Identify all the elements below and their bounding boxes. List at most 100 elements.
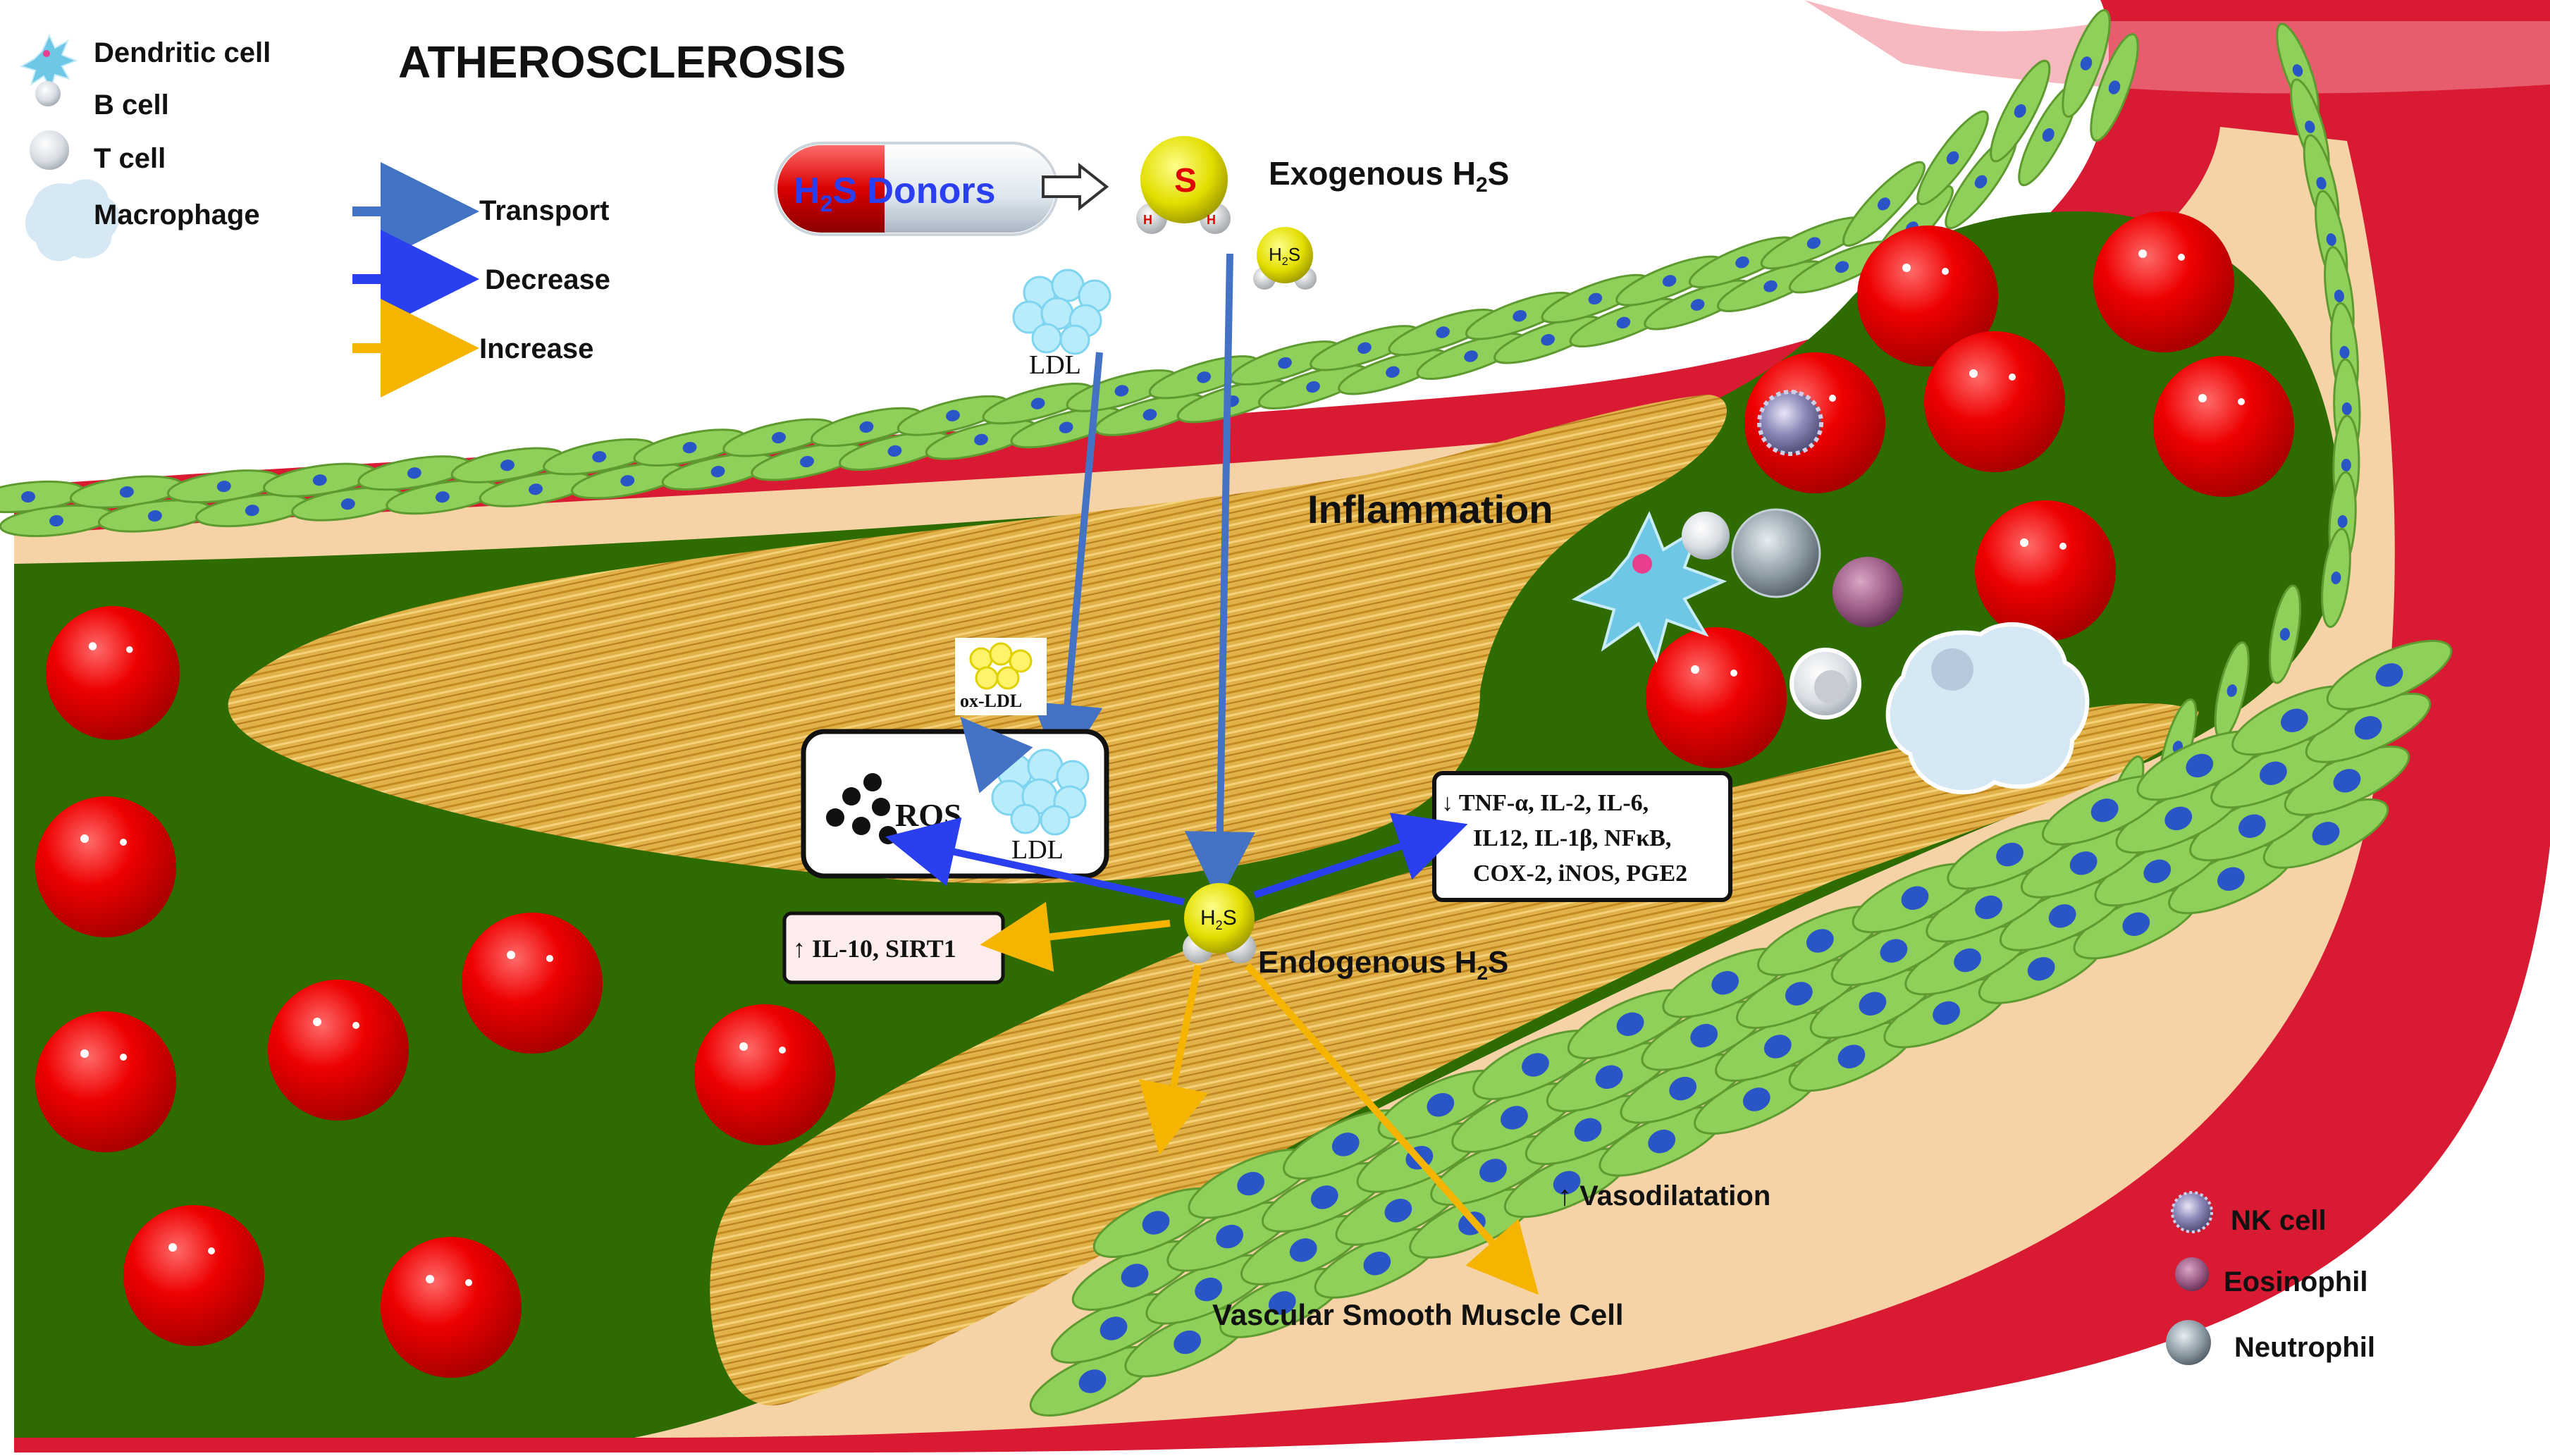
dendritic-cell-icon (19, 33, 78, 91)
smooth-muscle-cell (2268, 584, 2301, 684)
smooth-muscle-cell (2090, 33, 2139, 142)
inflammation-label: Inflammation (1307, 487, 1553, 531)
red-blood-cell (2093, 211, 2234, 352)
smooth-muscle-cell (1166, 1201, 1293, 1272)
smooth-muscle-cell (897, 395, 1009, 436)
plaque-lower (710, 703, 2199, 1406)
red-blood-cells (35, 211, 2294, 1378)
legend-cells-right: NK cell Eosinophil Neutrophil (2166, 1191, 2375, 1365)
eosinophil-icon (2175, 1257, 2209, 1291)
arrow-h2s-transport (1184, 253, 1255, 902)
endogenous-molecule-label: H2S (1200, 906, 1237, 932)
legend-cells: Dendritic cell B cell T cell Macrophage (19, 33, 271, 264)
smooth-muscle-cell (2326, 639, 2453, 710)
legend-label-b-cell: B cell (94, 90, 169, 121)
red-blood-cell (462, 913, 603, 1054)
red-blood-cell (1646, 627, 1787, 768)
legend-arrows: Transport Decrease Increase (352, 162, 610, 397)
neutrophil (1731, 508, 1821, 598)
increase-label: ↑ IL-10, SIRT1 (793, 934, 956, 963)
endogenous-h2s-label: Endogenous H2S (1258, 945, 1508, 984)
sulfur-label: S (1174, 162, 1197, 199)
red-blood-cell (35, 1011, 176, 1152)
dendritic-cell (1571, 511, 1727, 663)
smooth-muscle-cell (479, 471, 593, 507)
legend-arrow-decrease: Decrease (352, 230, 610, 328)
h2s-molecule-small: H2S (1253, 227, 1317, 290)
red-blood-cell (1975, 500, 2116, 641)
legend-item-nk: NK cell (2171, 1191, 2327, 1236)
legend-label-neutrophil: Neutrophil (2234, 1332, 2375, 1363)
vsmc-label: Vascular Smooth Muscle Cell (1212, 1298, 1624, 1331)
decrease-cytokines-box: ↓ TNF-α, IL-2, IL-6, IL12, IL-1β, NFκB, … (1432, 771, 1732, 902)
arrow-ldl-to-oxldl (960, 717, 1033, 794)
small-h2s-label: H2S (1269, 244, 1300, 268)
b-cell-icon (35, 81, 61, 106)
red-blood-cell (694, 1004, 835, 1145)
smooth-muscle-cell (2115, 783, 2242, 854)
red-blood-cell (46, 606, 180, 740)
legend-item-dendritic: Dendritic cell (19, 33, 271, 91)
legend-item-b-cell: B cell (35, 81, 169, 121)
legend-label-t-cell: T cell (94, 143, 166, 174)
red-blood-cell (381, 1237, 522, 1378)
arrow-increase-plaque (1139, 964, 1209, 1155)
arrow-decrease-cytokines (1253, 813, 1468, 899)
immune-cells (1571, 390, 2090, 794)
smooth-muscle-cell (1145, 1254, 1271, 1325)
arrow-increase-il10 (980, 901, 1171, 973)
transport-arrows (1032, 253, 1255, 902)
legend-label-macrophage: Macrophage (94, 199, 260, 230)
arrow-decrease-ros (885, 817, 1185, 906)
arrow-ldl-transport (1032, 352, 1103, 775)
t-cell-icon (27, 128, 72, 173)
legend-label-eosinophil: Eosinophil (2224, 1266, 2367, 1297)
ox-ldl-label: ox-LDL (960, 691, 1022, 711)
ldl-label-top: LDL (1029, 350, 1081, 380)
ldl-cluster-top: LDL (1012, 269, 1111, 380)
smooth-muscle-cell (1926, 872, 2052, 943)
ldl-label-box: LDL (1011, 835, 1064, 865)
legend-item-neutrophil: Neutrophil (2166, 1320, 2375, 1365)
hydrogen-label-right: H (1207, 213, 1216, 227)
smooth-muscle-cell (69, 475, 184, 509)
h2s-donors-pill: H2S Donors (774, 142, 1059, 236)
smooth-muscle-cell (2321, 527, 2351, 629)
decrease-line-3: COX-2, iNOS, PGE2 (1473, 860, 1687, 887)
neutrophil-icon (2166, 1320, 2211, 1365)
smooth-muscle-cell (1842, 161, 1926, 247)
nk-cell (1757, 390, 1823, 456)
legend-label-transport: Transport (479, 195, 609, 226)
b-cell (1682, 512, 1730, 560)
hydrogen-label-left: H (1143, 213, 1152, 227)
decrease-line-1: ↓ TNF-α, IL-2, IL-6, (1441, 790, 1649, 816)
legend-item-macrophage: Macrophage (23, 177, 260, 264)
smooth-muscle-cell (1314, 1228, 1441, 1299)
smooth-muscle-cell (2305, 692, 2432, 763)
t-cell (1790, 648, 1861, 720)
effect-arrows (885, 813, 1539, 1295)
h2s-donors-label: H2S Donors (794, 171, 996, 216)
smooth-muscle-cell (1990, 59, 2051, 163)
smooth-muscle-cell (1092, 1187, 1219, 1258)
smooth-muscle-cell (1599, 1106, 1725, 1177)
ox-ldl-box: ox-LDL (955, 638, 1047, 715)
legend-label-increase: Increase (479, 333, 593, 364)
open-arrow-right (1042, 162, 1109, 211)
vasodilatation-label: ↑ Vasodilatation (1558, 1180, 1770, 1211)
h2s-molecule-large: S H H (1136, 136, 1231, 234)
smooth-muscle-layer-lower (1029, 639, 2453, 1417)
vessel-outer-highlight (1804, 0, 2550, 94)
red-blood-cell (1924, 331, 2065, 472)
smooth-muscle-cell (2062, 9, 2111, 118)
eosinophil (1833, 557, 1903, 627)
smooth-muscle-cell (1788, 1021, 1915, 1092)
macrophage (1885, 622, 2090, 794)
red-blood-cell (268, 980, 409, 1121)
red-blood-cell (2153, 356, 2294, 497)
macrophage-icon (23, 177, 122, 264)
legend-item-eosinophil: Eosinophil (2175, 1257, 2367, 1297)
ros-ldl-box: ROS LDL (801, 717, 1109, 879)
